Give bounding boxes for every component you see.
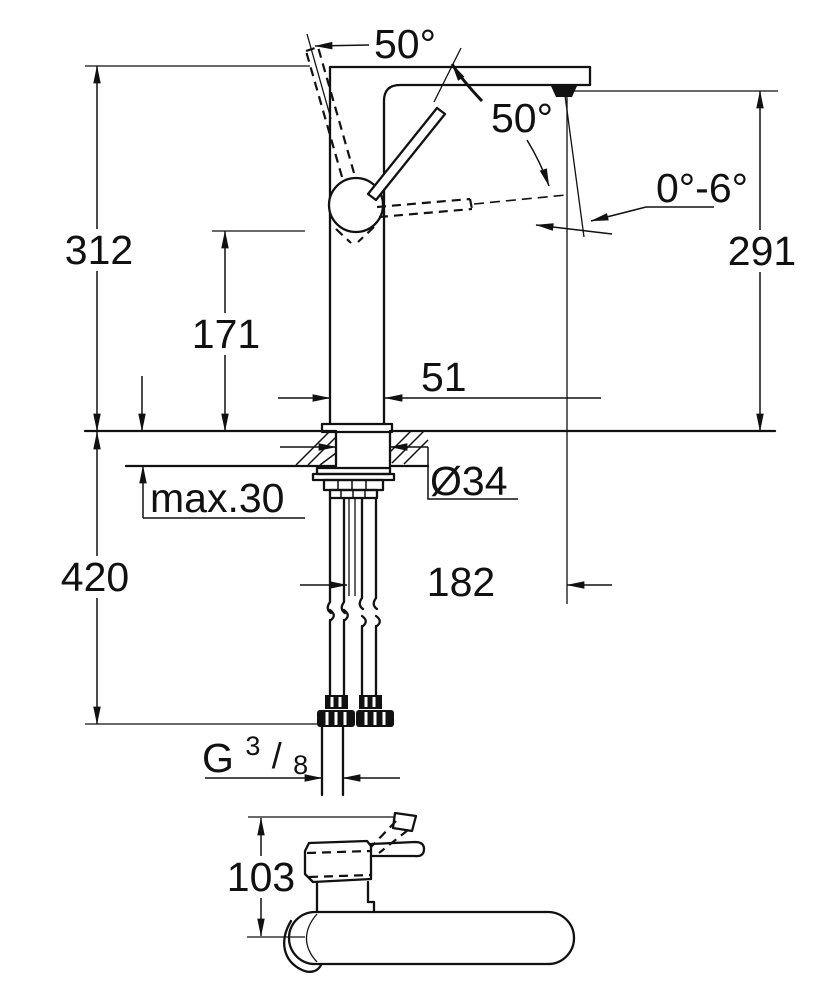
side-lever-horizontal — [369, 840, 426, 858]
dim-label-g38: G 3 / 8 — [202, 718, 308, 781]
thread-tail — [320, 725, 345, 797]
swivel-arc-arrow — [535, 223, 613, 235]
faucet-base-plate — [320, 422, 394, 434]
dim-side-height-103: 103 — [225, 817, 305, 938]
dim-outlet-height-291: 291 — [727, 90, 797, 432]
supply-hoses-lower — [317, 608, 394, 797]
angle-label-50-top: 50° — [374, 21, 436, 67]
dim-label-312: 312 — [65, 227, 133, 273]
side-spout-inner-arc — [305, 913, 318, 963]
dim-label-103: 103 — [227, 854, 295, 900]
dim-pivot-height-171: 171 — [192, 230, 305, 432]
handle-travel-arc-arrow — [450, 63, 484, 103]
dim-label-dia34: Ø34 — [430, 458, 508, 504]
angle-label-50-side: 50° — [491, 95, 553, 141]
dim-label-max30: max.30 — [150, 475, 284, 521]
dim-label-420: 420 — [61, 554, 129, 600]
solid-lever-extension-line — [433, 47, 462, 103]
hose-collar-left — [325, 695, 348, 709]
dim-outlet-reach-182: 182 — [300, 559, 612, 605]
angle-label-handle-up: 50° — [314, 21, 436, 67]
deck-hatching — [295, 430, 429, 466]
handle-position-raised-dashed — [304, 45, 356, 178]
escutcheon-and-locknut — [311, 466, 396, 500]
angle-label-0-6: 0°-6° — [656, 165, 748, 211]
handle-position-down-dashed — [335, 226, 375, 244]
dim-thread-g38: G 3 / 8 — [202, 718, 400, 782]
supply-hoses-upper — [326, 496, 379, 615]
hose-collar-right — [359, 695, 382, 709]
faucet-body-outline — [328, 65, 592, 427]
dim-label-182: 182 — [427, 559, 495, 605]
angle-label-spout-tilt: 0°-6° — [590, 165, 748, 222]
deck-section-lines — [83, 429, 777, 468]
dim-label-291: 291 — [728, 228, 796, 274]
side-spout-outline — [287, 910, 576, 966]
mounting-section — [83, 429, 777, 797]
mounting-shank — [334, 429, 392, 468]
handle-position-horizontal-dashed — [376, 194, 567, 219]
raised-lever-extension-line — [306, 33, 332, 120]
dim-below-deck-420: 420 — [60, 431, 318, 725]
front-view — [304, 33, 778, 604]
handle-lever-solid — [366, 106, 447, 202]
dim-label-51: 51 — [421, 354, 467, 400]
side-body — [315, 880, 376, 914]
side-view: 103 — [225, 811, 576, 973]
dim-body-width-51: 51 — [278, 354, 601, 402]
dim-overall-height-312: 312 — [64, 65, 310, 432]
dim-label-171: 171 — [192, 311, 260, 357]
angle-label-handle-travel: 50° — [491, 95, 553, 187]
dimensions: 312 171 51 291 max.30 Ø3 — [60, 21, 797, 782]
dim-deck-thickness-max30: max.30 — [138, 376, 305, 521]
dim-hole-diameter-34: Ø34 — [280, 443, 518, 504]
